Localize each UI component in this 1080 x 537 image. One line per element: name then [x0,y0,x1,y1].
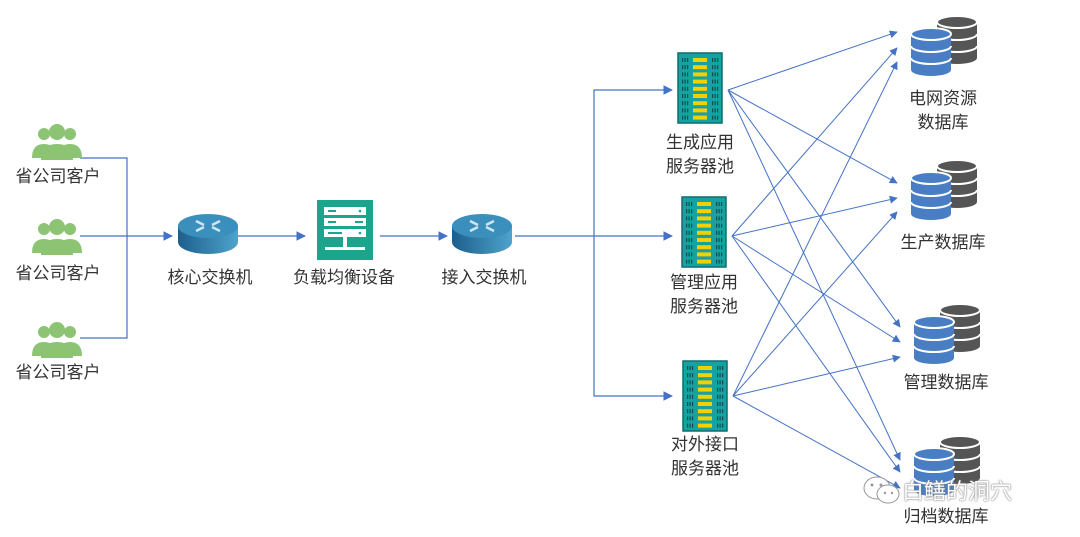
database-icon [913,303,981,364]
database-label-line2: 数据库 [917,113,969,133]
watermark-text: 白鳝的洞穴 [902,480,1013,505]
server-pool-label-line2: 服务器池 [670,297,738,317]
router-icon [452,214,512,254]
server-rack-icon [682,360,728,432]
user-group-icon [32,124,82,160]
load-balancer-icon [317,200,373,260]
link-pool-3-db-1 [732,61,898,397]
database-node-4[interactable]: 归档数据库 [898,434,1008,534]
link-pool-1-db-4 [727,89,901,461]
link-pool-2-db-4 [731,235,901,473]
wechat-icon [863,476,900,504]
load-balancer-label: 负载均衡设备 [293,268,395,288]
link-pool-2-db-3 [731,235,901,343]
server-rack-icon [677,52,723,124]
link-bus-pool-3 [593,236,673,401]
link-pool-2-db-1 [731,47,898,237]
server-pool-label-line2: 服务器池 [671,459,739,479]
link-pool-1-db-1 [727,30,898,91]
link-client-1 [80,157,128,236]
link-bus-pool-1 [593,85,673,236]
router-icon [178,214,238,254]
client-node-2[interactable]: 省公司客户 [10,217,106,287]
server-pool-label-line2: 服务器池 [666,157,734,177]
server-pool-node-1[interactable]: 生成应用 服务器池 [650,52,750,182]
access-switch-node[interactable]: 接入交换机 [434,212,534,292]
database-icon [910,15,978,76]
server-pool-node-2[interactable]: 管理应用 服务器池 [654,196,754,326]
database-node-1[interactable]: 电网资源 数据库 [895,14,1005,134]
server-pool-label-line1: 管理应用 [670,273,738,293]
database-icon [913,435,981,496]
link-pool-1-db-2 [727,89,898,184]
database-icon [910,159,978,220]
database-label-line1: 电网资源 [909,89,977,109]
client-node-3[interactable]: 省公司客户 [10,320,106,390]
core-switch-label: 核心交换机 [167,268,253,288]
link-pool-3-db-3 [732,354,901,397]
user-group-icon [32,322,82,358]
server-pool-label-line1: 生成应用 [666,133,734,153]
database-label-line1: 生产数据库 [900,233,986,253]
database-node-2[interactable]: 生产数据库 [895,158,1005,258]
database-label-line1: 归档数据库 [903,507,989,527]
server-rack-icon [681,196,727,268]
link-pool-3-db-4 [732,395,901,489]
watermark: 白鳝的洞穴 [862,474,1012,506]
user-group-icon [32,219,82,255]
database-node-3[interactable]: 管理数据库 [898,302,1008,402]
client-node-1[interactable]: 省公司客户 [10,122,106,192]
client-label: 省公司客户 [15,363,101,383]
server-pool-label-line1: 对外接口 [671,435,739,455]
client-label: 省公司客户 [15,264,101,284]
client-label: 省公司客户 [15,167,101,187]
access-switch-label: 接入交换机 [441,268,527,288]
link-pool-2-db-2 [731,195,898,237]
link-client-3 [80,236,128,339]
link-pool-1-db-3 [727,89,901,328]
load-balancer-node[interactable]: 负载均衡设备 [282,200,406,292]
core-switch-node[interactable]: 核心交换机 [160,212,260,292]
database-label-line1: 管理数据库 [903,373,989,393]
link-pool-3-db-2 [732,211,898,397]
server-pool-node-3[interactable]: 对外接口 服务器池 [655,360,755,490]
